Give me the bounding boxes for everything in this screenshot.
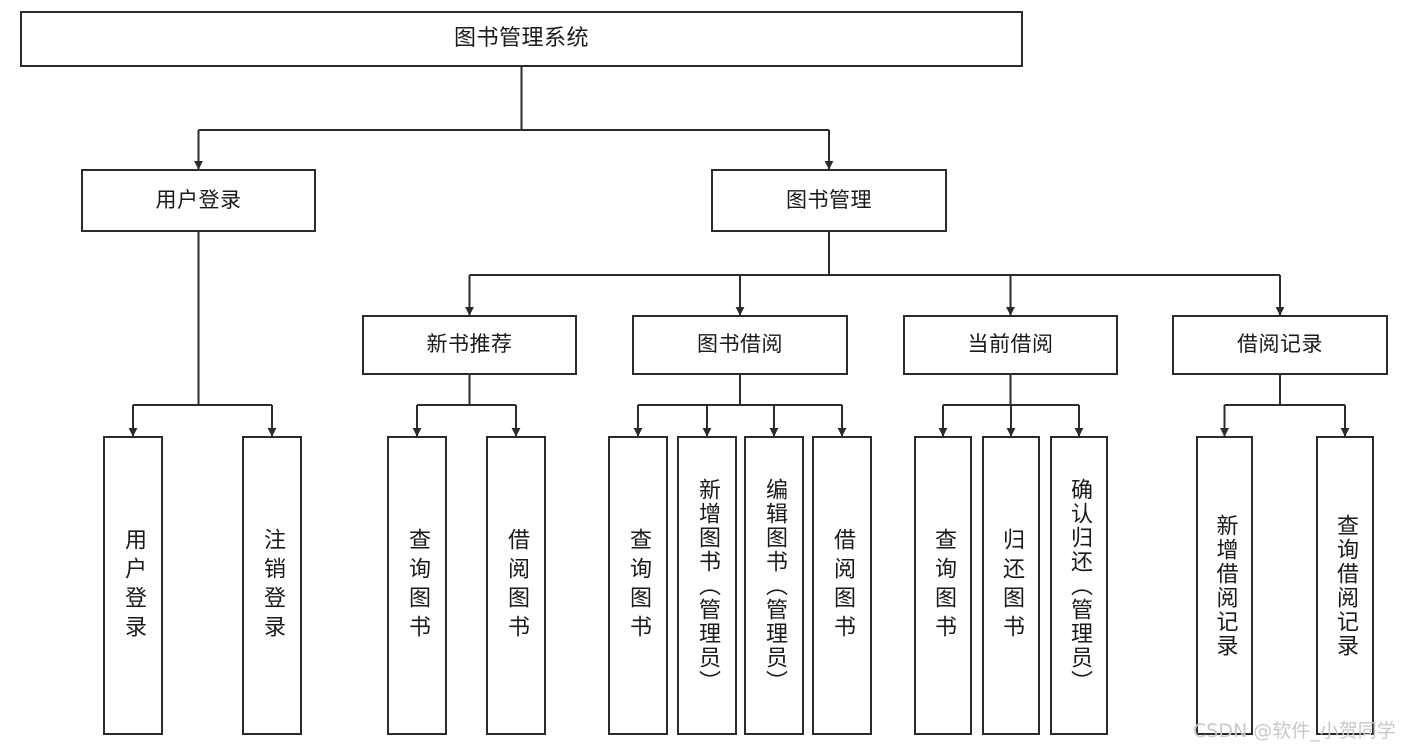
node-label-leaf-user-logout: 注销登录 (260, 527, 285, 644)
node-leaf-borrow-book-1[interactable]: 借阅图书 (486, 436, 546, 735)
node-label-bookmgmt: 图书管理 (786, 187, 872, 212)
node-borrow[interactable]: 图书借阅 (632, 315, 848, 375)
node-leaf-query-record[interactable]: 查询借阅记录 (1316, 436, 1374, 735)
node-leaf-borrow-book-2[interactable]: 借阅图书 (812, 436, 872, 735)
node-label-leaf-add-record: 新增借阅记录 (1212, 513, 1238, 658)
node-newbook[interactable]: 新书推荐 (362, 315, 577, 375)
node-label-leaf-user-login: 用户登录 (121, 527, 146, 644)
node-leaf-add-book[interactable]: 新增图书（管理员） (677, 436, 737, 735)
node-label-leaf-edit-book: 编辑图书（管理员） (762, 477, 787, 694)
node-label-leaf-add-book: 新增图书（管理员） (695, 477, 720, 694)
node-login[interactable]: 用户登录 (81, 169, 316, 232)
node-label-records: 借阅记录 (1237, 332, 1323, 357)
node-label-current: 当前借阅 (967, 332, 1054, 357)
node-label-leaf-return-book: 归还图书 (999, 527, 1024, 644)
node-leaf-edit-book[interactable]: 编辑图书（管理员） (744, 436, 804, 735)
node-leaf-user-logout[interactable]: 注销登录 (242, 436, 302, 735)
node-leaf-query-book-2[interactable]: 查询图书 (608, 436, 668, 735)
node-current[interactable]: 当前借阅 (903, 315, 1118, 375)
node-label-root: 图书管理系统 (453, 25, 589, 51)
node-label-leaf-borrow-book-2: 借阅图书 (830, 527, 855, 644)
node-label-leaf-query-book-1: 查询图书 (405, 527, 430, 644)
node-label-leaf-confirm-return: 确认归还（管理员） (1067, 477, 1092, 694)
node-label-leaf-borrow-book-1: 借阅图书 (504, 527, 529, 644)
node-label-borrow: 图书借阅 (697, 332, 783, 357)
node-leaf-return-book[interactable]: 归还图书 (982, 436, 1040, 735)
node-leaf-query-book-3[interactable]: 查询图书 (914, 436, 972, 735)
node-leaf-confirm-return[interactable]: 确认归还（管理员） (1050, 436, 1108, 735)
node-leaf-user-login[interactable]: 用户登录 (103, 436, 163, 735)
node-label-leaf-query-book-2: 查询图书 (626, 527, 651, 644)
node-leaf-add-record[interactable]: 新增借阅记录 (1196, 436, 1253, 735)
node-label-leaf-query-book-3: 查询图书 (931, 527, 956, 644)
node-label-login: 用户登录 (155, 187, 242, 212)
watermark-text: CSDN @软件_小贺同学 (1193, 720, 1396, 742)
node-leaf-query-book-1[interactable]: 查询图书 (387, 436, 447, 735)
node-records[interactable]: 借阅记录 (1172, 315, 1388, 375)
node-root[interactable]: 图书管理系统 (20, 11, 1023, 67)
node-label-leaf-query-record: 查询借阅记录 (1333, 513, 1358, 658)
node-bookmgmt[interactable]: 图书管理 (711, 169, 947, 232)
node-label-newbook: 新书推荐 (426, 332, 513, 357)
